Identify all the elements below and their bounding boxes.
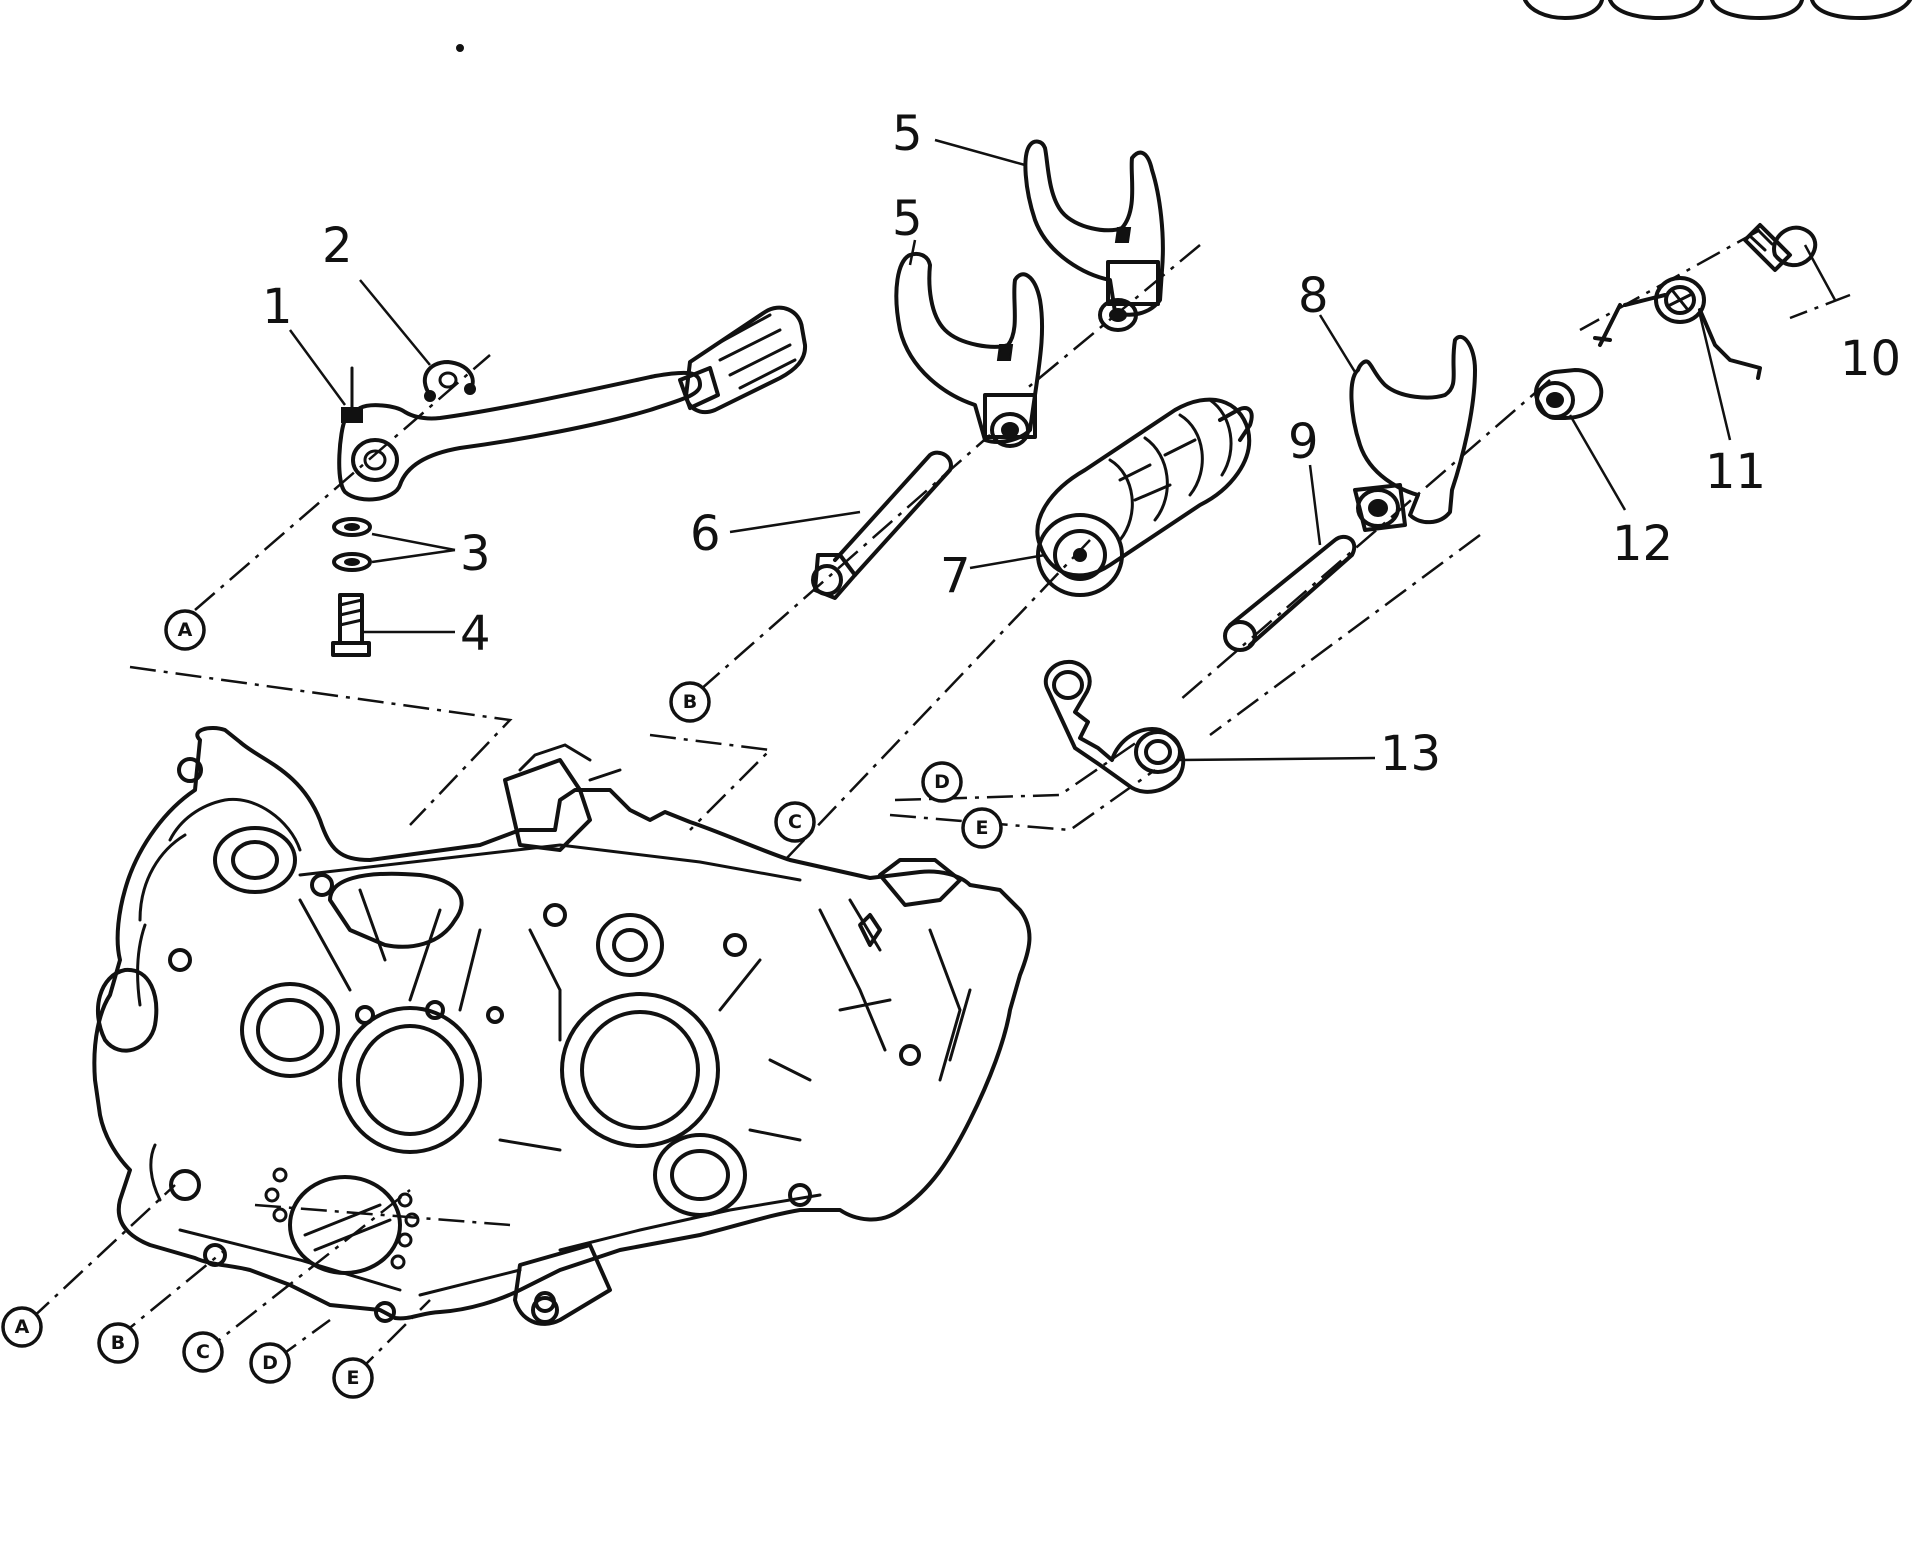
gear-shift-lever bbox=[337, 305, 808, 502]
shift-fork-shaft-right bbox=[1223, 534, 1357, 652]
circlip bbox=[422, 360, 476, 402]
callout-4: 4 bbox=[460, 606, 491, 662]
spring bbox=[1593, 276, 1762, 380]
svg-text:C: C bbox=[196, 1341, 210, 1363]
callout-numbers: 1 2 3 4 5 5 6 7 8 9 10 11 12 13 bbox=[262, 106, 1901, 782]
callout-9: 9 bbox=[1288, 414, 1319, 470]
shift-fork-third bbox=[1349, 334, 1477, 532]
svg-text:D: D bbox=[934, 771, 950, 793]
leader-lines bbox=[288, 138, 1837, 762]
svg-text:D: D bbox=[262, 1352, 278, 1374]
callout-10: 10 bbox=[1840, 331, 1901, 387]
washers bbox=[332, 517, 372, 572]
callout-12: 12 bbox=[1612, 516, 1673, 572]
crankcase bbox=[92, 726, 1032, 1326]
ref-marker-b-upper: B bbox=[669, 681, 711, 723]
ref-marker-c-upper: C bbox=[774, 801, 816, 843]
svg-text:C: C bbox=[788, 811, 802, 833]
shift-fork-right bbox=[1023, 139, 1165, 332]
shift-drum bbox=[1035, 397, 1254, 597]
lever-bolt bbox=[331, 593, 371, 657]
shift-fork-shaft-left bbox=[811, 450, 953, 600]
roller bbox=[1534, 368, 1604, 420]
callout-11: 11 bbox=[1705, 444, 1766, 500]
ref-marker-d-lower: D bbox=[249, 1342, 291, 1384]
callout-2: 2 bbox=[322, 218, 353, 274]
ref-marker-b-lower: B bbox=[97, 1322, 139, 1364]
ref-marker-e-upper: E bbox=[961, 807, 1003, 849]
callout-5-upper: 5 bbox=[892, 106, 923, 162]
ref-marker-a-lower: A bbox=[1, 1306, 43, 1348]
ref-marker-d-upper: D bbox=[921, 761, 963, 803]
callout-8: 8 bbox=[1298, 268, 1329, 324]
shift-fork-left bbox=[894, 251, 1045, 448]
callout-5-lower: 5 bbox=[892, 191, 923, 247]
ref-marker-c-lower: C bbox=[182, 1331, 224, 1373]
callout-1: 1 bbox=[262, 279, 293, 335]
lower-reference-markers: A B C D E bbox=[1, 1306, 374, 1399]
bolt bbox=[1743, 223, 1818, 272]
svg-text:B: B bbox=[683, 691, 697, 713]
speck bbox=[456, 44, 464, 52]
ref-marker-a-upper: A bbox=[164, 609, 206, 651]
upper-reference-markers: A B C D E bbox=[164, 609, 1003, 849]
callout-7: 7 bbox=[940, 548, 971, 604]
callout-6: 6 bbox=[690, 506, 721, 562]
svg-text:E: E bbox=[347, 1367, 360, 1389]
cropped-corner-artwork bbox=[1523, 0, 1912, 20]
svg-text:A: A bbox=[15, 1316, 30, 1338]
stopper-lever bbox=[1043, 659, 1186, 794]
callout-13: 13 bbox=[1380, 726, 1441, 782]
svg-text:B: B bbox=[111, 1332, 125, 1354]
svg-text:A: A bbox=[178, 619, 193, 641]
ref-marker-e-lower: E bbox=[332, 1357, 374, 1399]
svg-text:E: E bbox=[976, 817, 989, 839]
callout-3: 3 bbox=[460, 526, 491, 582]
